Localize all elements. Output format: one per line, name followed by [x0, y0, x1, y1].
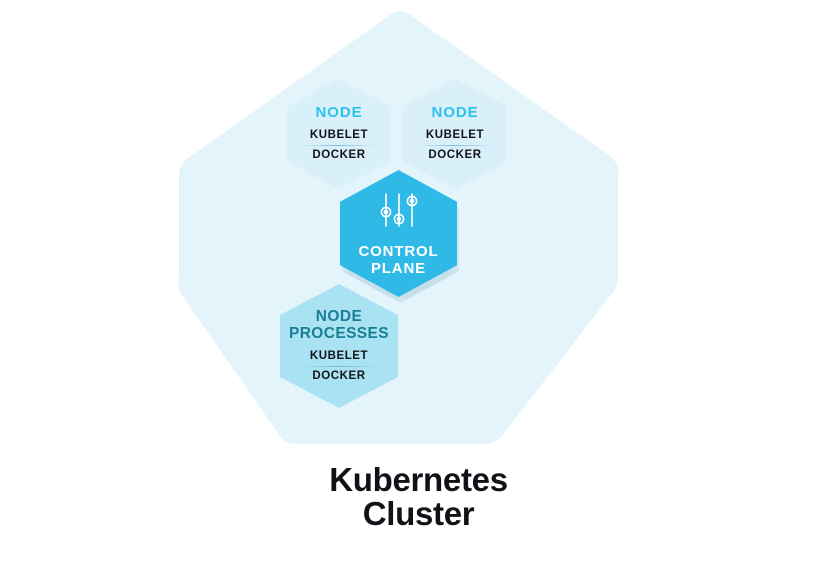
node-1-service-docker: DOCKER [312, 149, 366, 162]
node-processes-title: NODE PROCESSES [288, 308, 390, 342]
node-processes-title-line2: PROCESSES [288, 324, 390, 342]
node-1-service-kubelet: KUBELET [309, 129, 369, 142]
node-processes-service-divider [298, 365, 380, 367]
node-2-service-kubelet: KUBELET [425, 129, 485, 142]
control-plane-title-line1: CONTROL [358, 242, 439, 260]
node-1-service-divider [301, 145, 377, 147]
node-1-title: NODE [315, 104, 363, 122]
caption-line-1: Kubernetes [329, 461, 508, 498]
node-processes-service-docker: DOCKER [312, 369, 366, 382]
diagram-caption: Kubernetes Cluster [0, 463, 837, 531]
control-plane-title: CONTROL PLANE [358, 243, 438, 277]
hexagon-node-2[interactable]: NODE KUBELET DOCKER [403, 79, 507, 189]
node-2-service-divider [417, 145, 493, 147]
sliders-icon [377, 190, 421, 235]
node-2-title: NODE [431, 104, 479, 122]
node-processes-service-kubelet: KUBELET [309, 349, 369, 362]
hexagon-node-1[interactable]: NODE KUBELET DOCKER [287, 79, 391, 189]
node-2-service-docker: DOCKER [428, 149, 482, 162]
caption-line-2: Cluster [362, 494, 475, 532]
node-processes-title-line1: NODE [315, 308, 363, 326]
control-plane-title-line2: PLANE [370, 260, 427, 277]
